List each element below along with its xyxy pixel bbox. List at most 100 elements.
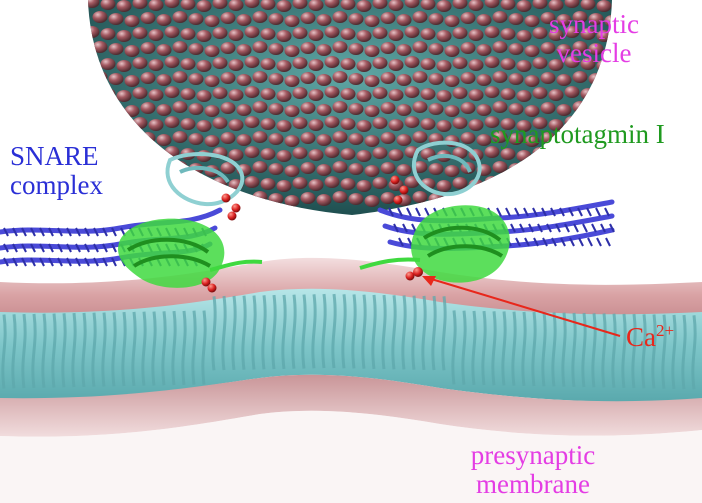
helix-coil: [102, 227, 108, 237]
vesicle-bead: [364, 45, 380, 57]
helix-coil: [564, 223, 570, 233]
lipid-tail: [611, 313, 617, 388]
vesicle-bead: [244, 146, 260, 158]
vesicle-bead: [324, 26, 340, 38]
vesicle-bead: [156, 44, 172, 56]
vesicle-bead: [156, 104, 172, 116]
vesicle-bead: [492, 11, 508, 23]
vesicle-bead: [532, 117, 548, 129]
vesicle-bead: [548, 29, 564, 41]
vesicle-bead: [348, 133, 364, 145]
vesicle-bead: [220, 132, 236, 144]
vesicle-bead: [340, 148, 356, 160]
vesicle-bead: [308, 0, 324, 11]
vesicle-bead: [284, 195, 300, 207]
vesicle-bead: [276, 90, 292, 102]
vesicle-bead: [444, 195, 460, 207]
vesicle-bead: [468, 119, 484, 131]
helix-coil: [537, 223, 543, 233]
vesicle-bead: [204, 75, 220, 87]
vesicle-bead: [500, 58, 516, 70]
helix-coil: [39, 257, 45, 267]
vesicle-bead: [220, 72, 236, 84]
lipid-tail: [501, 311, 507, 386]
lipid-tail: [111, 312, 117, 387]
vesicle-bead: [444, 45, 460, 57]
vesicle-bead: [180, 178, 196, 190]
vesicle-bead: [604, 105, 612, 117]
vesicle-bead: [556, 74, 572, 86]
vesicle-bead: [388, 29, 404, 41]
vesicle-bead: [588, 163, 604, 175]
vesicle-bead: [228, 0, 244, 11]
vesicle-bead: [284, 165, 300, 177]
vesicle-bead: [556, 194, 572, 206]
vesicle-bead: [244, 0, 260, 8]
vesicle-bead: [116, 150, 132, 162]
vesicle-bead: [100, 88, 116, 100]
calcium-ion: [231, 203, 241, 213]
calcium-ion: [227, 211, 237, 221]
vesicle-bead: [468, 59, 484, 71]
vesicle-bead: [276, 150, 292, 162]
helix-coil: [515, 237, 521, 247]
vesicle-bead: [388, 149, 404, 161]
vesicle-bead: [484, 26, 500, 38]
vesicle-bead: [348, 43, 364, 55]
vesicle-bead: [452, 117, 468, 129]
vesicle-bead: [268, 13, 284, 25]
vesicle-bead: [356, 150, 372, 162]
vesicle-bead: [324, 116, 340, 128]
vesicle-bead: [164, 56, 180, 68]
vesicle-bead: [516, 0, 532, 12]
vesicle-bead: [308, 59, 324, 71]
vesicle-bead: [436, 90, 452, 102]
vesicle-bead: [116, 90, 132, 102]
vesicle-bead: [348, 163, 364, 175]
vesicle-bead: [572, 11, 588, 23]
vesicle-bead: [580, 58, 596, 70]
vesicle-bead: [428, 73, 444, 85]
helix-coil: [532, 207, 538, 217]
vesicle-bead: [436, 60, 452, 72]
vesicle-bead: [132, 57, 148, 69]
calcium-ion: [413, 267, 423, 277]
presynaptic-membrane: [0, 257, 702, 503]
helix-coil: [84, 257, 90, 267]
vesicle-bead: [164, 86, 180, 98]
vesicle-bead: [316, 194, 332, 206]
vesicle-bead: [548, 89, 564, 101]
vesicle-bead: [204, 45, 220, 57]
helix-coil: [93, 227, 99, 237]
vesicle-bead: [508, 13, 524, 25]
vesicle-bead: [204, 15, 220, 27]
lipid-tail: [591, 313, 597, 388]
lipid-tail: [391, 295, 397, 370]
helix-coil: [388, 207, 394, 217]
vesicle-bead: [92, 11, 108, 23]
helix-coil: [111, 257, 117, 267]
vesicle-bead: [572, 161, 588, 173]
vesicle-bead: [108, 133, 124, 145]
vesicle-bead: [308, 89, 324, 101]
vesicle-bead: [284, 45, 300, 57]
vesicle-bead: [492, 191, 508, 203]
vesicle-bead: [404, 116, 420, 128]
lipid-tail: [371, 294, 377, 370]
lipid-tail: [171, 310, 177, 386]
vesicle-bead: [532, 0, 548, 9]
vesicle-bead: [596, 0, 612, 12]
helix-coil: [93, 243, 99, 253]
vesicle-bead: [356, 180, 372, 192]
helix-coil: [559, 207, 565, 217]
vesicle-bead: [260, 58, 276, 70]
helix-coil: [591, 223, 597, 233]
vesicle-bead: [388, 0, 404, 11]
vesicle-bead: [284, 105, 300, 117]
vesicle-bead: [348, 103, 364, 115]
vesicle-bead: [300, 102, 316, 114]
vesicle-bead: [268, 73, 284, 85]
vesicle-bead: [332, 11, 348, 23]
vesicle-bead: [108, 73, 124, 85]
vesicle-bead: [324, 0, 340, 8]
